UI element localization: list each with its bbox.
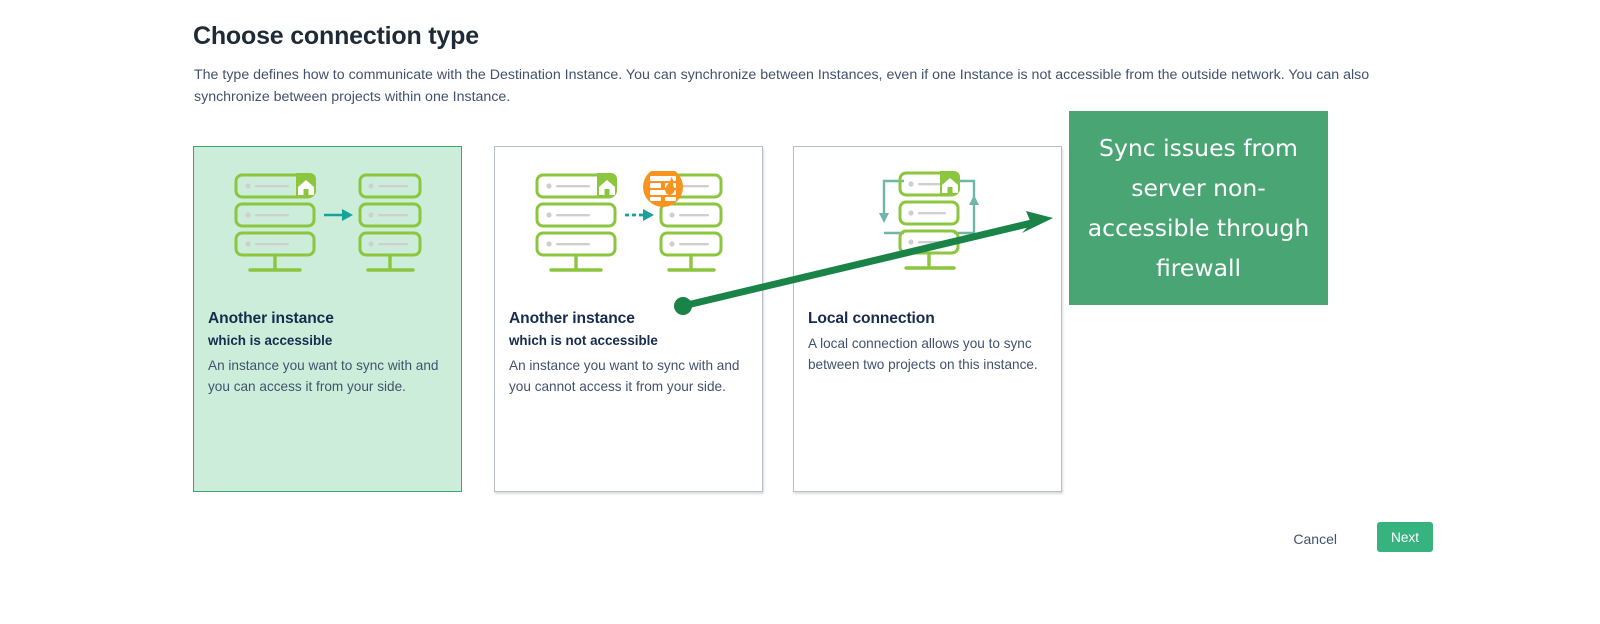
cancel-button[interactable]: Cancel <box>1287 527 1343 551</box>
connection-card-accessible[interactable]: Another instance which is accessible An … <box>193 146 462 492</box>
connection-type-card-list: Another instance which is accessible An … <box>193 146 1073 492</box>
card-body: An instance you want to sync with and yo… <box>208 358 439 394</box>
page-description: The type defines how to communicate with… <box>194 67 1370 105</box>
connection-type-wizard: Choose connection type The type defines … <box>193 0 1433 624</box>
connection-card-local[interactable]: Local connection A local connection allo… <box>793 146 1062 492</box>
page-title: Choose connection type <box>193 22 479 50</box>
two-servers-arrow-icon <box>194 171 461 301</box>
card-subtitle: which is not accessible <box>509 333 658 348</box>
card-subtitle: which is accessible <box>208 333 333 348</box>
next-button[interactable]: Next <box>1377 522 1433 552</box>
connection-card-not-accessible[interactable]: Another instance which is not accessible… <box>494 146 763 492</box>
card-body: A local connection allows you to sync be… <box>808 336 1038 372</box>
wizard-footer: Cancel Next <box>193 520 1433 564</box>
card-title: Local connection <box>808 310 935 327</box>
card-body: An instance you want to sync with and yo… <box>509 358 740 394</box>
two-servers-firewall-icon <box>495 171 762 301</box>
firewall-badge-icon <box>642 171 683 207</box>
single-server-loop-icon <box>794 171 1061 301</box>
callout-box: Sync issues from server non-accessible t… <box>1069 111 1328 305</box>
card-title: Another instance <box>208 310 334 327</box>
card-title: Another instance <box>509 310 635 327</box>
